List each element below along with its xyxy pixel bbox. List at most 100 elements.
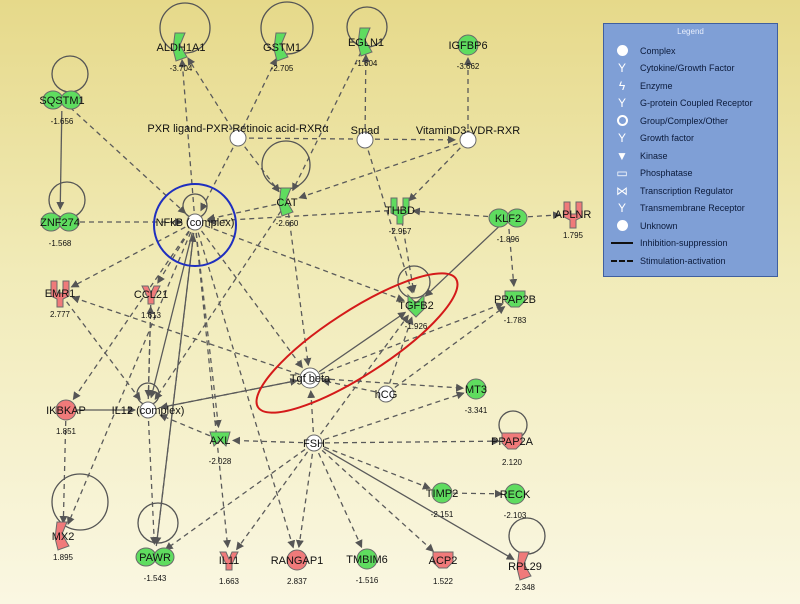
node-FSH[interactable]: FSH	[303, 434, 325, 452]
node-RECK[interactable]: RECK-2.103	[500, 483, 531, 520]
node-PXR[interactable]: PXR ligand-PXR-Retinoic acid-RXRα	[147, 123, 329, 147]
edge-NFkB-IL12	[148, 232, 193, 399]
node-ALDH1A1[interactable]: ALDH1A1-3.704	[157, 32, 206, 73]
node-value: -1.543	[144, 574, 167, 583]
node-value: 1.895	[53, 553, 74, 562]
node-TGFB2[interactable]: TGFB2-1.926	[398, 293, 434, 331]
complex-node-icon	[305, 434, 323, 452]
node-PPAP2B[interactable]: PPAP2B-1.783	[494, 290, 536, 325]
legend-item: Stimulation-activation	[604, 252, 777, 270]
enzyme-node-icon	[54, 521, 70, 551]
edge-FSH-RANGAP1	[295, 453, 314, 549]
node-MT3[interactable]: MT3-3.341	[465, 378, 488, 415]
cytokine-node-icon	[141, 285, 161, 305]
node-IGFBP6[interactable]: IGFBP6-3.662	[448, 34, 488, 71]
edge-VDR-CAT	[298, 142, 458, 200]
edge-NFkB-PAWR	[153, 232, 195, 546]
node-TIMP2[interactable]: TIMP2-2.151	[426, 482, 458, 519]
edge-KLF2-TGFB2	[424, 225, 501, 297]
self-loop-TGFB2	[397, 265, 431, 299]
node-TMBIM6[interactable]: TMBIM6-1.516	[346, 548, 388, 585]
node-VDR[interactable]: VitaminD3-VDR-RXR	[416, 125, 520, 149]
edge-SQSTM1-ZNF274	[56, 110, 65, 211]
dashed-line-icon	[604, 259, 640, 262]
node-ZNF274[interactable]: ZNF274-1.568	[40, 212, 80, 248]
node-PAWR[interactable]: PAWR-1.543	[135, 547, 175, 583]
node-label: ALDH1A1	[157, 42, 206, 54]
edge-PXR-VDR	[248, 135, 457, 144]
edge-Tgfbeta-MT3	[320, 378, 465, 392]
node-label: EGLN1	[348, 37, 384, 49]
growth-factor-icon: Y	[617, 131, 626, 146]
edge-EMR1-IL12	[66, 301, 141, 401]
edge-PXR-NFkB	[200, 147, 234, 212]
node-EGLN1[interactable]: EGLN1-1.604	[348, 27, 384, 68]
edge-KLF2-THBD	[411, 207, 498, 218]
enzyme-icon: ϟ	[618, 78, 626, 93]
edge-Smad-EGLN1	[361, 53, 370, 130]
group-node-icon	[299, 367, 321, 389]
edge-EGLN1-CAT	[292, 51, 362, 192]
legend-item-label: Stimulation-activation	[640, 255, 726, 266]
legend-item: ⋈Transcription Regulator	[604, 182, 777, 200]
edge-NFkB-Tgfbeta	[201, 230, 303, 369]
edge-FSH-IL11	[236, 451, 309, 551]
node-CAT[interactable]: CAT-2.660	[276, 187, 299, 228]
edge-PXR-ALDH1A1	[187, 57, 233, 130]
node-label: SQSTM1	[39, 95, 84, 107]
node-THBD[interactable]: THBD-2.957	[385, 197, 415, 236]
self-loop-PAWR	[137, 502, 179, 544]
legend-item-label: Complex	[640, 45, 676, 56]
edge-Tgfbeta-IL12	[159, 379, 300, 411]
gpcr-node-icon	[563, 201, 583, 229]
other-node-icon	[457, 34, 479, 56]
node-AXL[interactable]: AXL-2.028	[209, 431, 232, 466]
node-label: THBD	[385, 205, 415, 217]
node-SQSTM1[interactable]: SQSTM1-1.656	[39, 90, 85, 126]
legend-title: Legend	[677, 27, 704, 36]
node-GSTM1[interactable]: GSTM1-2.705	[263, 32, 301, 73]
node-IL12[interactable]: IL12 (complex)	[112, 401, 185, 419]
other-node-icon	[465, 378, 487, 400]
gpcr-icon: Y	[617, 96, 626, 111]
legend-item: Complex	[604, 42, 777, 60]
node-Smad[interactable]: Smad	[351, 125, 380, 149]
growth-node-icon	[407, 293, 425, 318]
gpcr-node-icon	[50, 280, 70, 308]
node-Tgfbeta[interactable]: Tgf beta	[290, 367, 331, 389]
edge-VDR-THBD	[408, 147, 461, 202]
transmembrane-receptor-icon: Y	[617, 201, 626, 216]
node-label: IGFBP6	[448, 40, 487, 52]
node-hCG[interactable]: hCG	[375, 385, 398, 403]
node-KLF2[interactable]: KLF2-1.896	[488, 208, 528, 244]
node-NFkB[interactable]: NFkB (complex)	[156, 213, 235, 231]
enzyme-node-icon	[273, 32, 289, 62]
node-label: RPL29	[508, 561, 542, 573]
other-node-icon	[55, 399, 77, 421]
edge-FSH-RPL29	[323, 447, 515, 561]
legend-item: Inhibition-suppression	[604, 235, 777, 253]
legend-item-label: Group/Complex/Other	[640, 115, 729, 126]
node-label: RECK	[500, 489, 531, 501]
legend-item: ▭Phosphatase	[604, 165, 777, 183]
node-label: IL12 (complex)	[112, 405, 185, 417]
node-label: APLNR	[555, 209, 592, 221]
edge-FSH-TGFB2	[320, 314, 409, 435]
edge-NFkB-IKBKAP	[72, 230, 190, 401]
legend-item-label: Transcription Regulator	[640, 185, 734, 196]
legend-item-label: Inhibition-suppression	[640, 238, 728, 249]
legend-item-label: Growth factor	[640, 133, 695, 144]
tgfbeta-highlight-ellipse	[255, 272, 459, 414]
node-label: MT3	[465, 384, 487, 396]
